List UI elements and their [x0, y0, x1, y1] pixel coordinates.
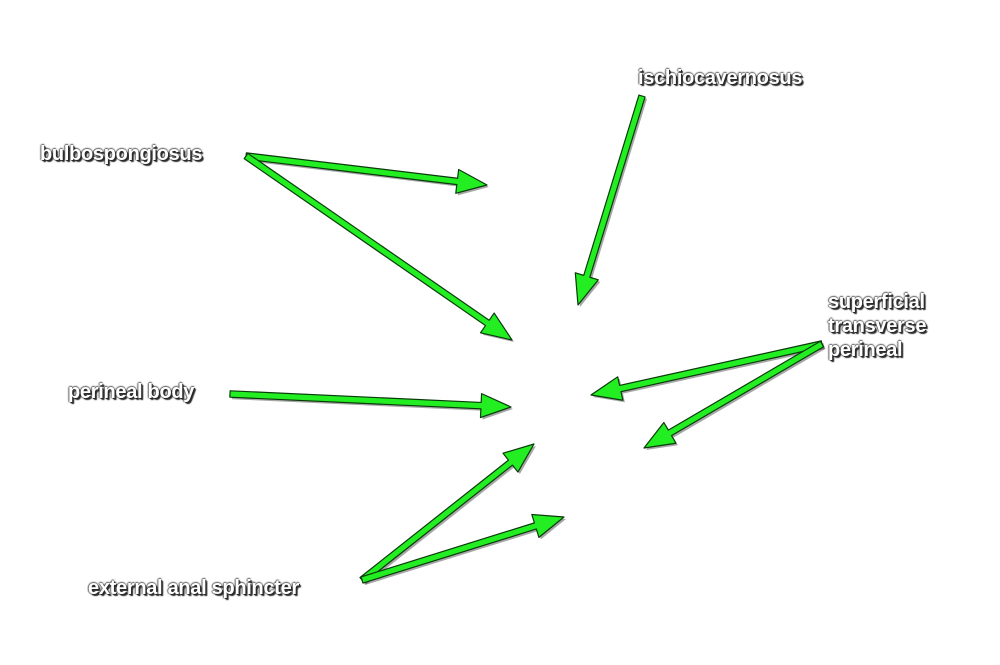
arrow-ischiocavernosus-shape [574, 94, 646, 306]
label-perineal-body: perineal body [68, 381, 195, 403]
arrow-ischiocavernosus [574, 94, 648, 307]
label-ischiocavernosus: ischiocavernosus [638, 67, 803, 89]
label-bulbospongiosus: bulbospongiosus [40, 143, 203, 165]
arrow-superficial-transverse-upper-shape [590, 340, 824, 401]
arrow-bulbospongiosus-lower-shape [243, 152, 513, 341]
label-external-anal-sphincter: external anal sphincter [88, 577, 299, 599]
arrow-bulbospongiosus-upper-shape [245, 152, 488, 194]
arrow-perineal-body [229, 390, 513, 420]
arrow-superficial-transverse-lower [643, 340, 826, 450]
arrow-external-anal-sphincter-lower [360, 513, 566, 586]
arrow-bulbospongiosus-upper [245, 152, 489, 196]
label-superficial-transverse-perineal: superficial transverse perineal [828, 291, 927, 361]
arrow-superficial-transverse-upper [590, 340, 825, 403]
arrow-superficial-transverse-lower-shape [643, 340, 825, 449]
arrow-external-anal-sphincter-upper-shape [359, 443, 535, 584]
arrow-perineal-body-shape [229, 390, 512, 419]
arrow-external-anal-sphincter-upper [359, 443, 536, 585]
arrow-bulbospongiosus-lower [243, 152, 514, 342]
arrow-external-anal-sphincter-lower-shape [360, 513, 565, 584]
